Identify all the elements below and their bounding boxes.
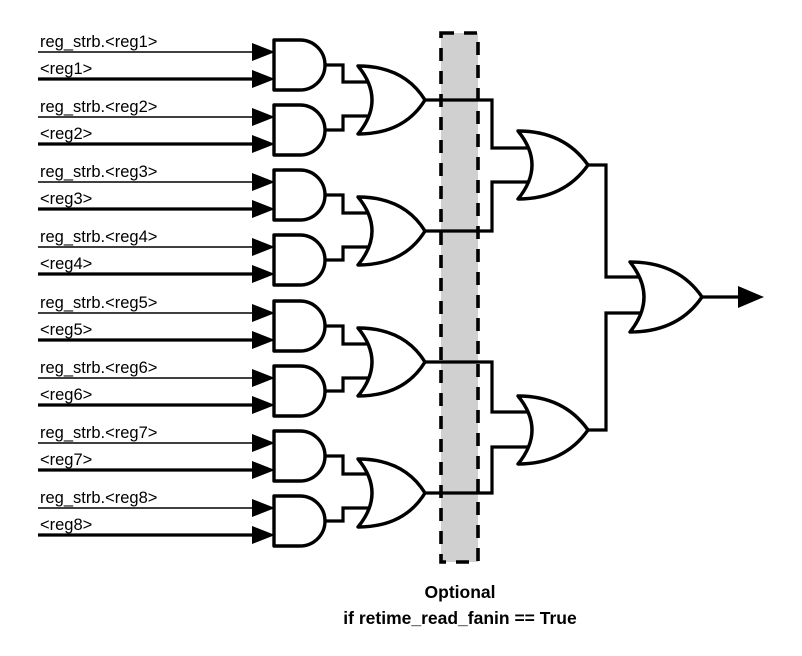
wire-box-or6-in2 [478,445,532,495]
and-gate-stage [272,38,327,548]
wire-or6-final-in2 [588,311,645,432]
or1-to-or2-wires [425,98,532,495]
or-gate-6 [516,394,590,466]
signal-labels: reg_strb.<reg1> <reg1> reg_strb.<reg2> <… [40,33,157,534]
data-arrow-reg2 [252,135,275,153]
data-arrow-reg5 [252,331,275,349]
strobe-arrow-reg1 [252,43,275,61]
wire-or5-final-in1 [588,163,645,279]
or-gate-3 [356,326,427,398]
optional-retime-box [439,31,480,564]
output-wire [702,286,764,308]
and-gate-4 [272,233,327,287]
and-gate-8 [272,494,327,548]
caption-line-2: if retime_read_fanin == True [343,608,577,628]
label-strobe-reg8: reg_strb.<reg8> [40,489,157,507]
optional-caption: Optional if retime_read_fanin == True [343,582,577,628]
or2-to-final-wires [588,163,645,432]
and-gate-3 [272,168,327,222]
wire-and8-or4 [325,506,372,523]
wire-and6-or3 [325,376,372,393]
wire-box-or6-in1 [478,360,532,414]
and-gate-7 [272,429,327,483]
and-to-or-wires [325,63,372,523]
data-arrow-reg3 [252,200,275,218]
data-arrow-reg1 [252,70,275,88]
and-gate-2 [272,103,327,157]
strobe-arrow-reg5 [252,304,275,322]
wire-and3-or2 [325,193,372,215]
final-output-arrow [738,286,764,308]
or-gate-stage-1 [356,64,427,529]
label-data-reg7: <reg7> [40,451,92,469]
wire-and2-or1 [325,114,372,132]
strobe-arrow-reg8 [252,499,275,517]
strobe-arrow-reg2 [252,108,275,126]
wire-and1-or1 [325,63,372,84]
wire-box-or5-in2 [478,180,532,233]
or-gate-4 [356,457,427,529]
data-arrow-reg4 [252,265,275,283]
label-data-reg6: <reg6> [40,386,92,404]
data-arrow-reg6 [252,396,275,414]
input-wires [38,43,275,544]
label-strobe-reg1: reg_strb.<reg1> [40,33,157,51]
label-strobe-reg3: reg_strb.<reg3> [40,163,157,181]
wire-box-or5-in1 [478,98,532,150]
label-data-reg5: <reg5> [40,321,92,339]
label-strobe-reg6: reg_strb.<reg6> [40,359,157,377]
label-strobe-reg2: reg_strb.<reg2> [40,98,157,116]
label-data-reg3: <reg3> [40,190,92,208]
strobe-arrow-reg6 [252,369,275,387]
wire-and5-or3 [325,324,372,346]
strobe-arrow-reg7 [252,434,275,452]
or-gate-1 [356,64,427,136]
or-gate-final [628,260,704,334]
label-strobe-reg4: reg_strb.<reg4> [40,228,157,246]
label-data-reg4: <reg4> [40,255,92,273]
and-gate-6 [272,364,327,418]
data-arrow-reg8 [252,526,275,544]
data-arrow-reg7 [252,461,275,479]
label-data-reg1: <reg1> [40,60,92,78]
and-gate-1 [272,38,327,92]
or-gate-5 [516,129,590,201]
caption-line-1: Optional [425,582,496,602]
label-strobe-reg5: reg_strb.<reg5> [40,294,157,312]
label-strobe-reg7: reg_strb.<reg7> [40,424,157,442]
strobe-arrow-reg3 [252,173,275,191]
strobe-arrow-reg4 [252,238,275,256]
label-data-reg2: <reg2> [40,125,92,143]
wire-and4-or2 [325,245,372,262]
or-gate-2 [356,195,427,267]
wire-and7-or4 [325,454,372,476]
and-gate-5 [272,299,327,353]
label-data-reg8: <reg8> [40,516,92,534]
or-gate-stage-2 [516,129,590,466]
